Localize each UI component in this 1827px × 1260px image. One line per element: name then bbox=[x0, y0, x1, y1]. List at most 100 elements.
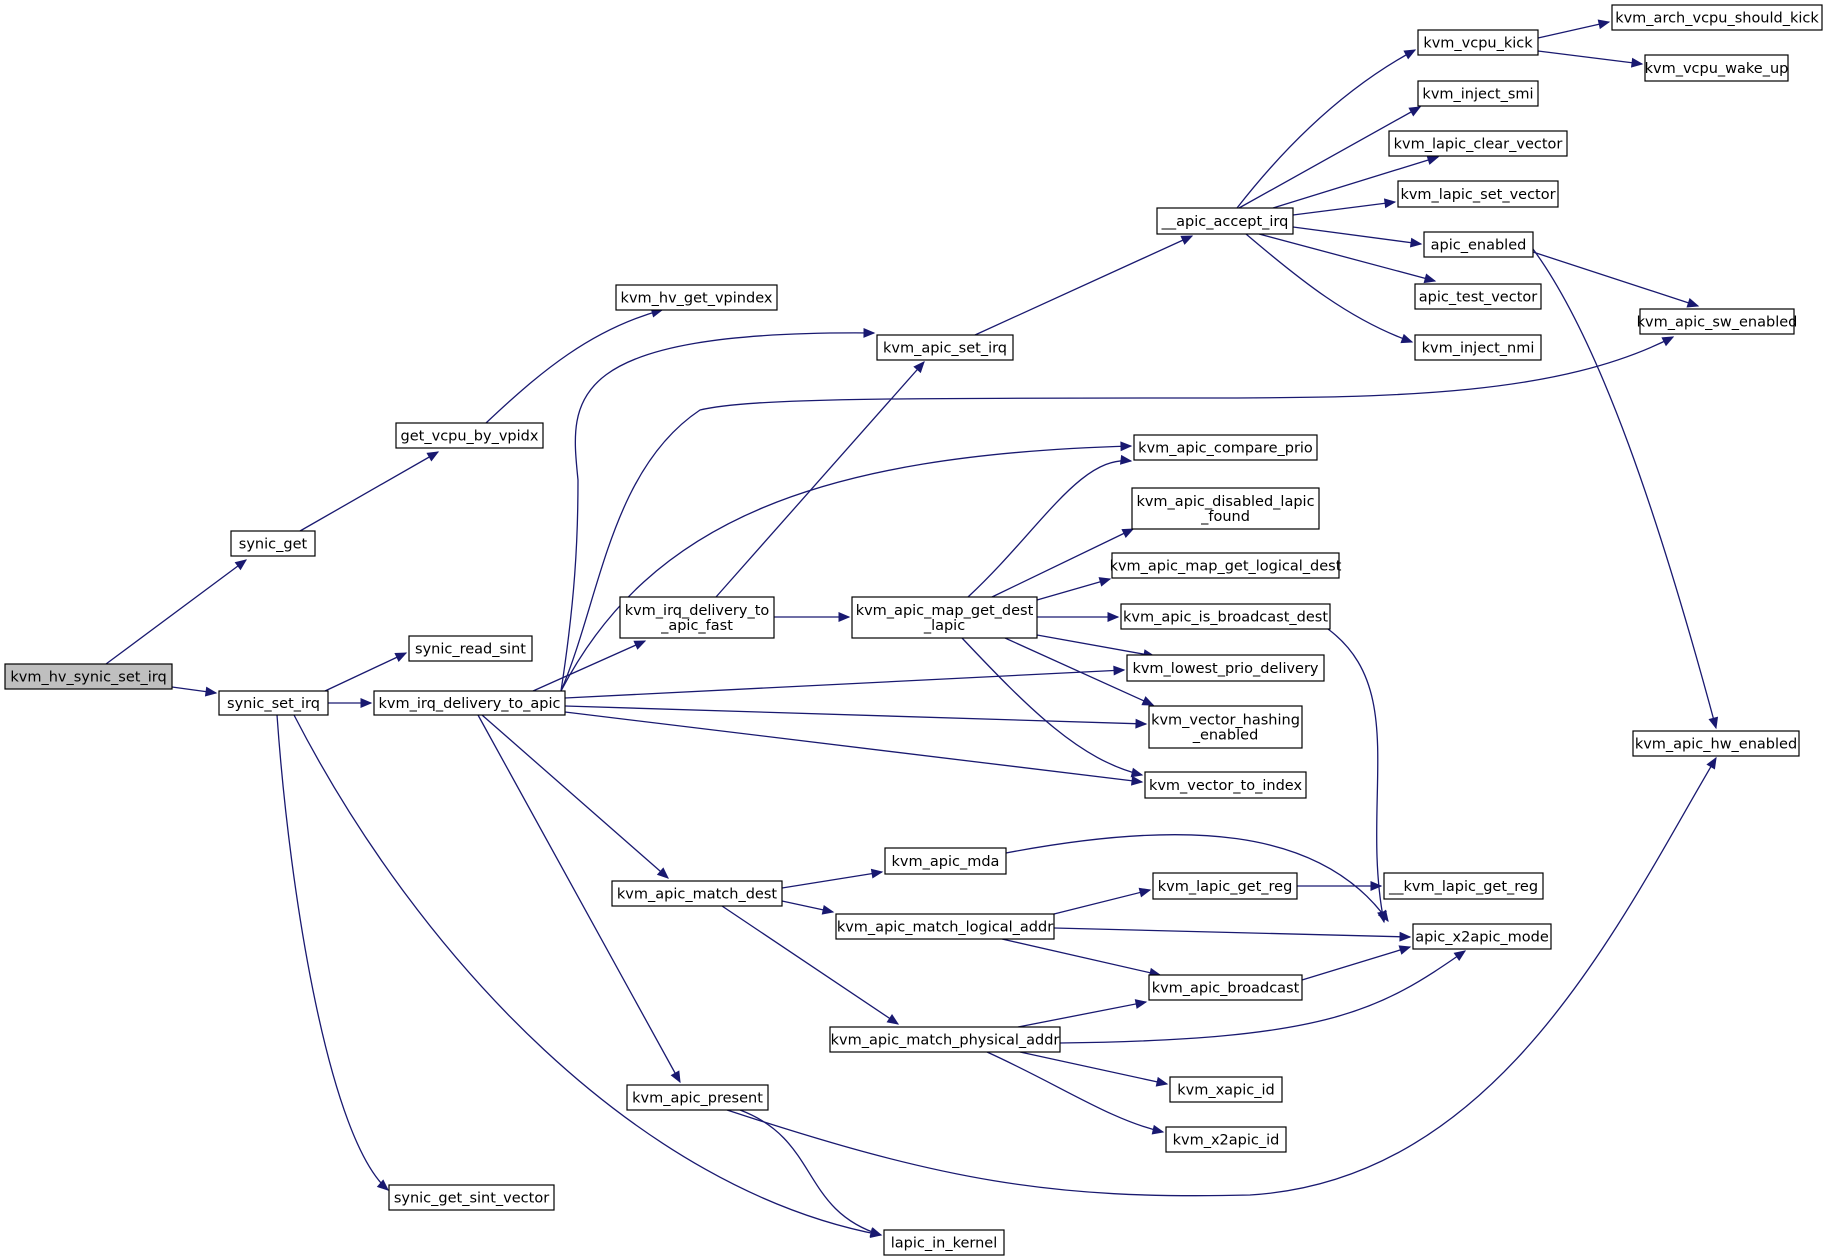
edge-synic_set_irq-to-synic_read_sint bbox=[324, 652, 408, 692]
node-kvm_apic_sw_enabled[interactable]: kvm_apic_sw_enabled bbox=[1637, 308, 1798, 335]
node-synic_read_sint[interactable]: synic_read_sint bbox=[408, 635, 533, 662]
node-box[interactable] bbox=[1133, 434, 1318, 461]
node-box[interactable] bbox=[829, 1026, 1061, 1053]
node-box[interactable] bbox=[1388, 130, 1568, 157]
node-__kvm_lapic_get_reg[interactable]: __kvm_lapic_get_reg bbox=[1383, 872, 1544, 900]
node-synic_set_irq[interactable]: synic_set_irq bbox=[218, 690, 329, 716]
node-box[interactable] bbox=[1144, 771, 1307, 799]
edge-synic_set_irq-to-kvm_irq_delivery_to_apic bbox=[328, 698, 373, 708]
node-box[interactable] bbox=[884, 847, 1007, 875]
node-kvm_lowest_prio_delivery[interactable]: kvm_lowest_prio_delivery bbox=[1126, 654, 1325, 682]
node-box[interactable] bbox=[883, 1229, 1005, 1256]
node-kvm_hv_get_vpindex[interactable]: kvm_hv_get_vpindex bbox=[615, 284, 778, 311]
node-kvm_lapic_get_reg[interactable]: kvm_lapic_get_reg bbox=[1152, 872, 1298, 900]
node-label: kvm_xapic_id bbox=[1177, 1083, 1275, 1099]
node-apic_x2apic_mode[interactable]: apic_x2apic_mode bbox=[1412, 923, 1552, 950]
edge-line bbox=[1059, 950, 1466, 1044]
edge-line bbox=[1537, 21, 1610, 39]
node-box[interactable] bbox=[1611, 4, 1823, 31]
node-kvm_vector_to_index[interactable]: kvm_vector_to_index bbox=[1144, 771, 1307, 799]
node-kvm_apic_match_dest[interactable]: kvm_apic_match_dest bbox=[611, 880, 783, 907]
node-box[interactable] bbox=[835, 913, 1055, 940]
node-kvm_vcpu_kick[interactable]: kvm_vcpu_kick bbox=[1417, 29, 1539, 56]
node-box[interactable] bbox=[4, 663, 173, 690]
node-box[interactable] bbox=[1148, 705, 1303, 749]
edge-kvm_irq_delivery_to_apic-to-kvm_apic_present bbox=[477, 714, 681, 1084]
node-box[interactable] bbox=[395, 422, 544, 449]
node-kvm_lapic_set_vector[interactable]: kvm_lapic_set_vector bbox=[1397, 180, 1559, 208]
node-box[interactable] bbox=[1639, 308, 1795, 335]
node-box[interactable] bbox=[1120, 603, 1331, 630]
node-box[interactable] bbox=[1414, 283, 1542, 310]
edge-line bbox=[560, 445, 1132, 692]
node-box[interactable] bbox=[1414, 334, 1542, 361]
node-box[interactable] bbox=[1131, 487, 1320, 530]
node-kvm_x2apic_id[interactable]: kvm_x2apic_id bbox=[1165, 1126, 1287, 1153]
node-box[interactable] bbox=[1126, 654, 1325, 682]
node-kvm_apic_present[interactable]: kvm_apic_present bbox=[626, 1084, 769, 1111]
node-box[interactable] bbox=[619, 596, 775, 639]
node-apic_test_vector[interactable]: apic_test_vector bbox=[1414, 283, 1542, 310]
node-kvm_vector_hashing_enabled[interactable]: kvm_vector_hashing_enabled bbox=[1148, 705, 1303, 749]
node-kvm_inject_smi[interactable]: kvm_inject_smi bbox=[1417, 80, 1539, 107]
node-label: kvm_apic_match_physical_addr bbox=[831, 1033, 1060, 1049]
node-kvm_irq_delivery_to_apic_fast[interactable]: kvm_irq_delivery_to_apic_fast bbox=[619, 596, 775, 639]
node-box[interactable] bbox=[1423, 231, 1534, 258]
node-box[interactable] bbox=[1397, 180, 1559, 208]
edge-line bbox=[324, 652, 407, 692]
node-kvm_apic_map_get_logical_dest[interactable]: kvm_apic_map_get_logical_dest bbox=[1110, 552, 1342, 579]
node-kvm_xapic_id[interactable]: kvm_xapic_id bbox=[1169, 1076, 1283, 1103]
node-box[interactable] bbox=[373, 690, 566, 716]
node-kvm_hv_synic_set_irq[interactable]: kvm_hv_synic_set_irq bbox=[4, 663, 173, 690]
node-box[interactable] bbox=[1412, 923, 1552, 950]
node-kvm_irq_delivery_to_apic[interactable]: kvm_irq_delivery_to_apic bbox=[373, 690, 566, 716]
node-kvm_apic_mda[interactable]: kvm_apic_mda bbox=[884, 847, 1007, 875]
node-apic_enabled[interactable]: apic_enabled bbox=[1423, 231, 1534, 258]
node-box[interactable] bbox=[1383, 872, 1544, 900]
node-synic_get_sint_vector[interactable]: synic_get_sint_vector bbox=[388, 1184, 555, 1211]
edge-kvm_apic_map_get_dest_lapic-to-kvm_apic_compare_prio bbox=[967, 454, 1133, 598]
node-kvm_inject_nmi[interactable]: kvm_inject_nmi bbox=[1414, 334, 1542, 361]
edge-arrowhead bbox=[1370, 881, 1383, 891]
node-box[interactable] bbox=[218, 690, 329, 716]
node-box[interactable] bbox=[388, 1184, 555, 1211]
node-box[interactable] bbox=[615, 284, 778, 311]
node-get_vcpu_by_vpidx[interactable]: get_vcpu_by_vpidx bbox=[395, 422, 544, 449]
node-kvm_vcpu_wake_up[interactable]: kvm_vcpu_wake_up bbox=[1644, 54, 1789, 82]
node-kvm_apic_is_broadcast_dest[interactable]: kvm_apic_is_broadcast_dest bbox=[1120, 603, 1331, 630]
node-kvm_apic_compare_prio[interactable]: kvm_apic_compare_prio bbox=[1133, 434, 1318, 461]
node-box[interactable] bbox=[1152, 872, 1298, 900]
node-kvm_apic_set_irq[interactable]: kvm_apic_set_irq bbox=[876, 334, 1014, 361]
node-kvm_apic_match_logical_addr[interactable]: kvm_apic_match_logical_addr bbox=[835, 913, 1055, 940]
edge-arrowhead bbox=[1377, 909, 1389, 923]
node-box[interactable] bbox=[1417, 29, 1539, 56]
node-lapic_in_kernel[interactable]: lapic_in_kernel bbox=[883, 1229, 1005, 1256]
node-label: kvm_arch_vcpu_should_kick bbox=[1615, 11, 1819, 27]
node-box[interactable] bbox=[1111, 552, 1340, 579]
node-kvm_apic_map_get_dest_lapic[interactable]: kvm_apic_map_get_dest_lapic bbox=[851, 596, 1038, 639]
node-box[interactable] bbox=[1632, 730, 1800, 757]
node-label: kvm_apic_is_broadcast_dest bbox=[1123, 610, 1328, 626]
node-box[interactable] bbox=[626, 1084, 769, 1111]
node-kvm_apic_match_physical_addr[interactable]: kvm_apic_match_physical_addr bbox=[829, 1026, 1061, 1053]
node-box[interactable] bbox=[1417, 80, 1539, 107]
node-kvm_apic_disabled_lapic_found[interactable]: kvm_apic_disabled_lapic_found bbox=[1131, 487, 1320, 530]
node-synic_get[interactable]: synic_get bbox=[230, 530, 316, 557]
node-box[interactable] bbox=[876, 334, 1014, 361]
node-box[interactable] bbox=[1156, 207, 1294, 235]
edge-kvm_apic_map_get_dest_lapic-to-kvm_apic_is_broadcast_dest bbox=[1037, 612, 1120, 622]
node-kvm_apic_broadcast[interactable]: kvm_apic_broadcast bbox=[1148, 974, 1303, 1001]
node-kvm_arch_vcpu_should_kick[interactable]: kvm_arch_vcpu_should_kick bbox=[1611, 4, 1823, 31]
node-box[interactable] bbox=[408, 635, 533, 662]
node-box[interactable] bbox=[851, 596, 1038, 639]
node-box[interactable] bbox=[1169, 1076, 1283, 1103]
node-box[interactable] bbox=[1148, 974, 1303, 1001]
node-kvm_lapic_clear_vector[interactable]: kvm_lapic_clear_vector bbox=[1388, 130, 1568, 157]
node-label: get_vcpu_by_vpidx bbox=[401, 429, 539, 445]
node-__apic_accept_irq[interactable]: __apic_accept_irq bbox=[1156, 207, 1294, 235]
node-box[interactable] bbox=[1165, 1126, 1287, 1153]
node-kvm_apic_hw_enabled[interactable]: kvm_apic_hw_enabled bbox=[1632, 730, 1800, 757]
node-box[interactable] bbox=[1644, 54, 1789, 82]
node-box[interactable] bbox=[611, 880, 783, 907]
node-box[interactable] bbox=[230, 530, 316, 557]
